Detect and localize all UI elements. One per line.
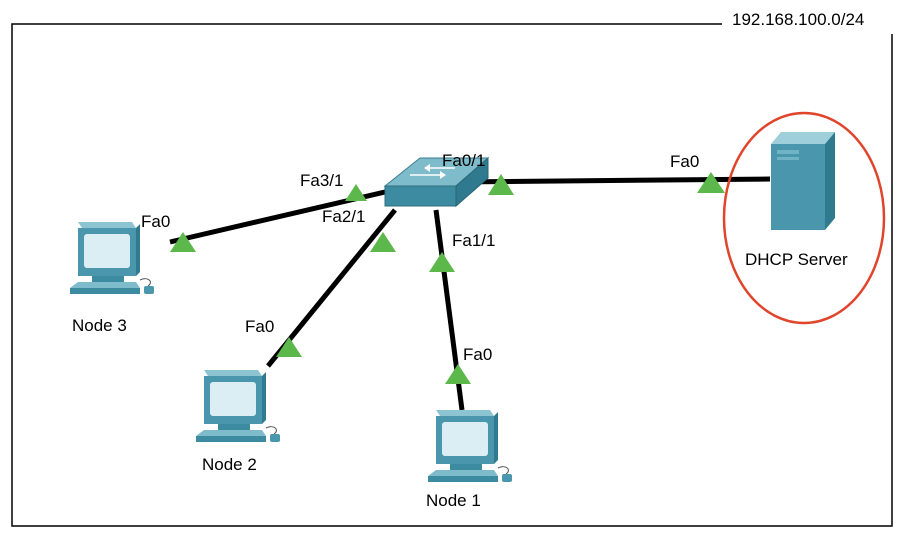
link-up-marker-dhcp — [697, 172, 725, 193]
node3-pc-icon[interactable] — [69, 221, 155, 295]
diagram-border — [11, 23, 893, 527]
link-status-markers — [170, 172, 725, 384]
dhcp-server-port-label: Fa0 — [670, 152, 699, 171]
switch-port-fa2-1-label: Fa2/1 — [322, 207, 365, 226]
link-switch-dhcp — [454, 176, 771, 185]
link-up-marker-switch-fa0-1 — [488, 174, 514, 195]
node1-port-label: Fa0 — [463, 345, 492, 364]
link-up-marker-node2 — [276, 337, 302, 357]
subnet-label-bg — [722, 6, 894, 34]
dhcp-server-icon[interactable] — [771, 132, 835, 230]
node3-port-label: Fa0 — [141, 212, 170, 231]
switch-port-fa0-1-label: Fa0/1 — [442, 151, 485, 170]
node2-name-label: Node 2 — [202, 455, 257, 474]
switch-port-fa1-1-label: Fa1/1 — [452, 231, 495, 250]
link-up-marker-node1 — [445, 364, 471, 384]
link-up-marker-switch-fa3-1 — [345, 184, 367, 201]
node1-pc-icon[interactable] — [427, 409, 513, 483]
dhcp-server-name-label: DHCP Server — [745, 250, 848, 269]
node1-name-label: Node 1 — [426, 491, 481, 510]
link-up-marker-switch-fa1-1 — [429, 252, 455, 272]
node2-port-label: Fa0 — [245, 317, 274, 336]
subnet-label: 192.168.100.0/24 — [732, 10, 864, 29]
node2-pc-icon[interactable] — [195, 369, 281, 443]
link-up-marker-node3 — [170, 232, 196, 252]
switch-port-fa3-1-label: Fa3/1 — [300, 171, 343, 190]
link-up-marker-switch-fa2-1 — [370, 232, 396, 252]
dhcp-server-highlight-ring — [722, 111, 886, 325]
node3-name-label: Node 3 — [72, 316, 127, 335]
switch-icon[interactable] — [383, 156, 490, 208]
